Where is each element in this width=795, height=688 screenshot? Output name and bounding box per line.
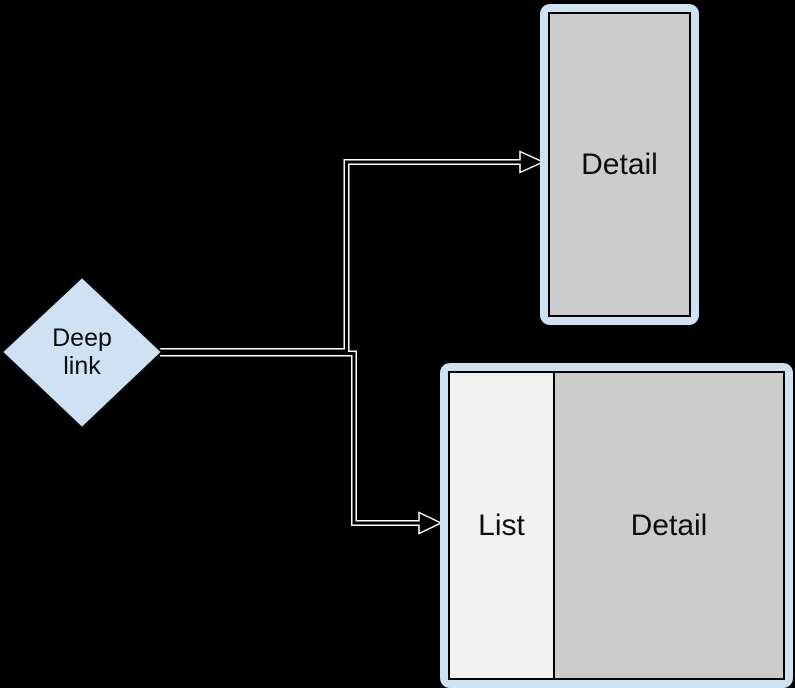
compact-layout-frame: Detail: [540, 4, 699, 325]
connector-to-expanded-outline: [160, 350, 420, 526]
detail-pane: Detail: [548, 12, 691, 317]
list-pane-label: List: [478, 508, 525, 542]
detail-pane: Detail: [555, 373, 783, 678]
connector-to-compact-core: [160, 160, 526, 353]
expanded-layout-frame: List Detail: [440, 363, 793, 688]
deep-link-node: [0, 275, 164, 430]
list-detail-split: List Detail: [448, 371, 785, 680]
connector-to-expanded-core: [160, 352, 425, 525]
detail-pane-label: Detail: [630, 508, 708, 542]
list-pane: List: [450, 373, 555, 678]
detail-pane-label: Detail: [581, 147, 658, 181]
connector-to-compact-outline: [160, 159, 521, 354]
deep-link-label: Deep link: [52, 324, 112, 380]
